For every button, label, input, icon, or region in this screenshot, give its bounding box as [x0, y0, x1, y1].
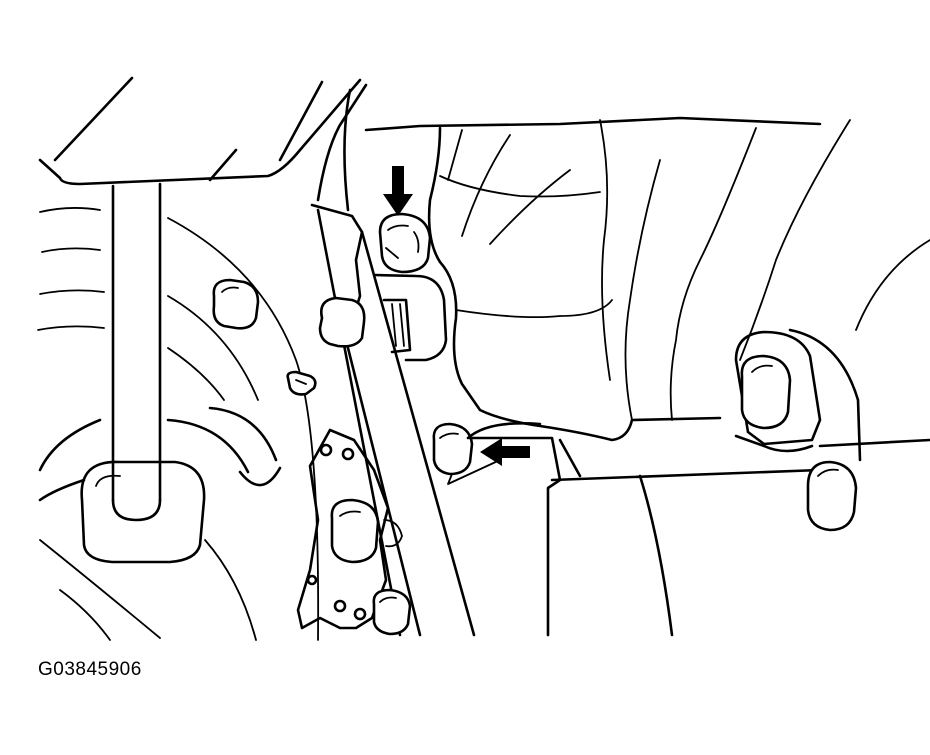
spacer-nut — [382, 298, 412, 354]
right-mount-ear — [734, 328, 862, 462]
lower-plate-bolt-lower — [372, 588, 412, 636]
bracket-boss — [318, 296, 366, 348]
small-clip — [286, 370, 317, 396]
lower-plate-bolt-upper — [330, 498, 380, 564]
lower-bracket-plate — [296, 428, 403, 630]
lower-right-plate — [466, 422, 930, 637]
diagonal-bracket — [310, 83, 476, 637]
arrow-down-icon — [383, 166, 413, 216]
engine-housing — [364, 116, 930, 442]
drum-arcs — [37, 207, 320, 641]
top-bolt — [378, 212, 432, 274]
lower-bolt — [432, 422, 501, 485]
upper-left-cover — [38, 76, 362, 186]
figure-id-label: G03845906 — [38, 659, 142, 680]
round-stud-left — [212, 278, 260, 330]
rod-base-boss — [80, 460, 206, 564]
right-round-stud — [806, 460, 858, 532]
mount-bolt-illustration — [37, 76, 930, 641]
arrow-left-icon — [480, 438, 530, 466]
vertical-rod — [111, 182, 162, 522]
